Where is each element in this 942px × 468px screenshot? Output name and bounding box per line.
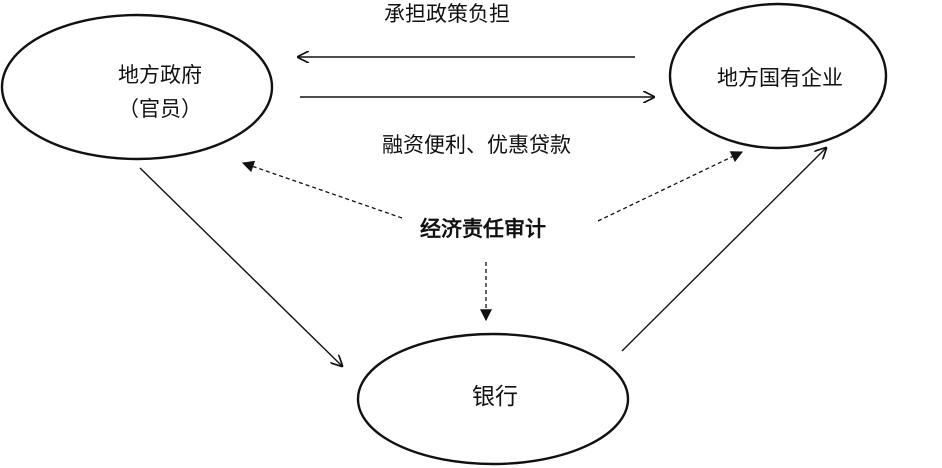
audit-arrow-to-soe xyxy=(597,151,744,222)
node-local-government xyxy=(0,13,274,161)
arrow-bank-to-soe xyxy=(621,148,826,352)
arrow-gov-to-bank xyxy=(139,167,342,366)
financing-preferential-loans-label: 融资便利、优惠贷款 xyxy=(382,133,571,157)
local-soe-label: 地方国有企业 xyxy=(717,66,843,90)
node-bank xyxy=(356,332,630,466)
local-government-label: 地方政府 xyxy=(118,63,202,87)
audit-arrow-to-gov xyxy=(241,160,403,219)
policy-burden-label: 承担政策负担 xyxy=(384,2,510,26)
economic-responsibility-audit-label: 经济责任审计 xyxy=(420,217,546,241)
bank-label: 银行 xyxy=(472,384,518,410)
local-government-sublabel: （官员） xyxy=(118,97,202,121)
node-local-soe xyxy=(668,2,888,150)
